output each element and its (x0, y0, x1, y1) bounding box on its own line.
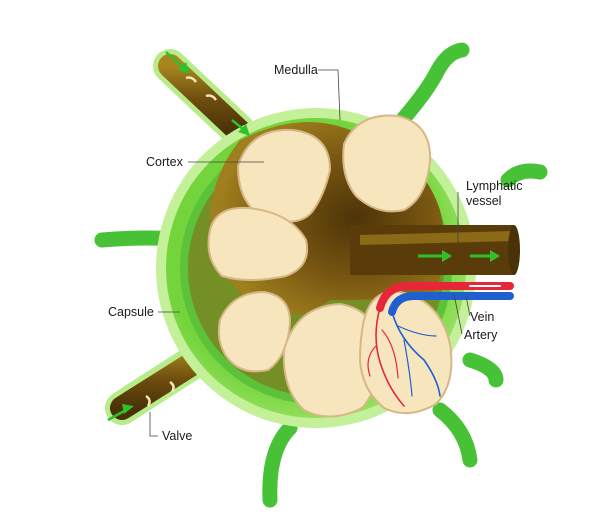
label-capsule: Capsule (108, 305, 154, 319)
arrow-afferent-top-icon (165, 51, 190, 74)
nodule-top (342, 114, 432, 213)
outer-vessel-bottom-right-2 (432, 402, 478, 468)
label-cortex: Cortex (146, 155, 184, 169)
label-lymphatic-vessel-line1: Lymphatic (466, 179, 523, 193)
outer-vessel-top-right (396, 42, 470, 126)
arrow-afferent-bottom-icon (107, 404, 134, 422)
nodule-left (207, 206, 308, 281)
label-lymphatic-vessel-line2: vessel (466, 194, 501, 208)
label-artery: Artery (464, 328, 498, 342)
outer-vessel-right (500, 163, 548, 188)
arrow-efferent-1-icon (418, 250, 452, 262)
leader-lines (149, 69, 471, 437)
arrow-afferent-top-inner-icon (231, 119, 250, 136)
outer-vessel-bottom-right-1 (462, 352, 504, 388)
artery-vessel (376, 282, 514, 312)
outer-vessel-bottom (262, 420, 298, 508)
cortical-nodules (207, 114, 453, 418)
arrow-efferent-2-icon (470, 250, 500, 262)
nodule-bottom-left (217, 290, 292, 373)
label-medulla: Medulla (274, 63, 318, 77)
flow-arrows (107, 51, 500, 422)
blood-vessels (367, 282, 514, 407)
label-valve: Valve (162, 429, 192, 443)
afferent-vessel-top (153, 49, 255, 147)
label-vein: Vein (470, 310, 494, 324)
efferent-lymphatic-vessel (350, 225, 520, 275)
vein-vessel (388, 292, 514, 316)
